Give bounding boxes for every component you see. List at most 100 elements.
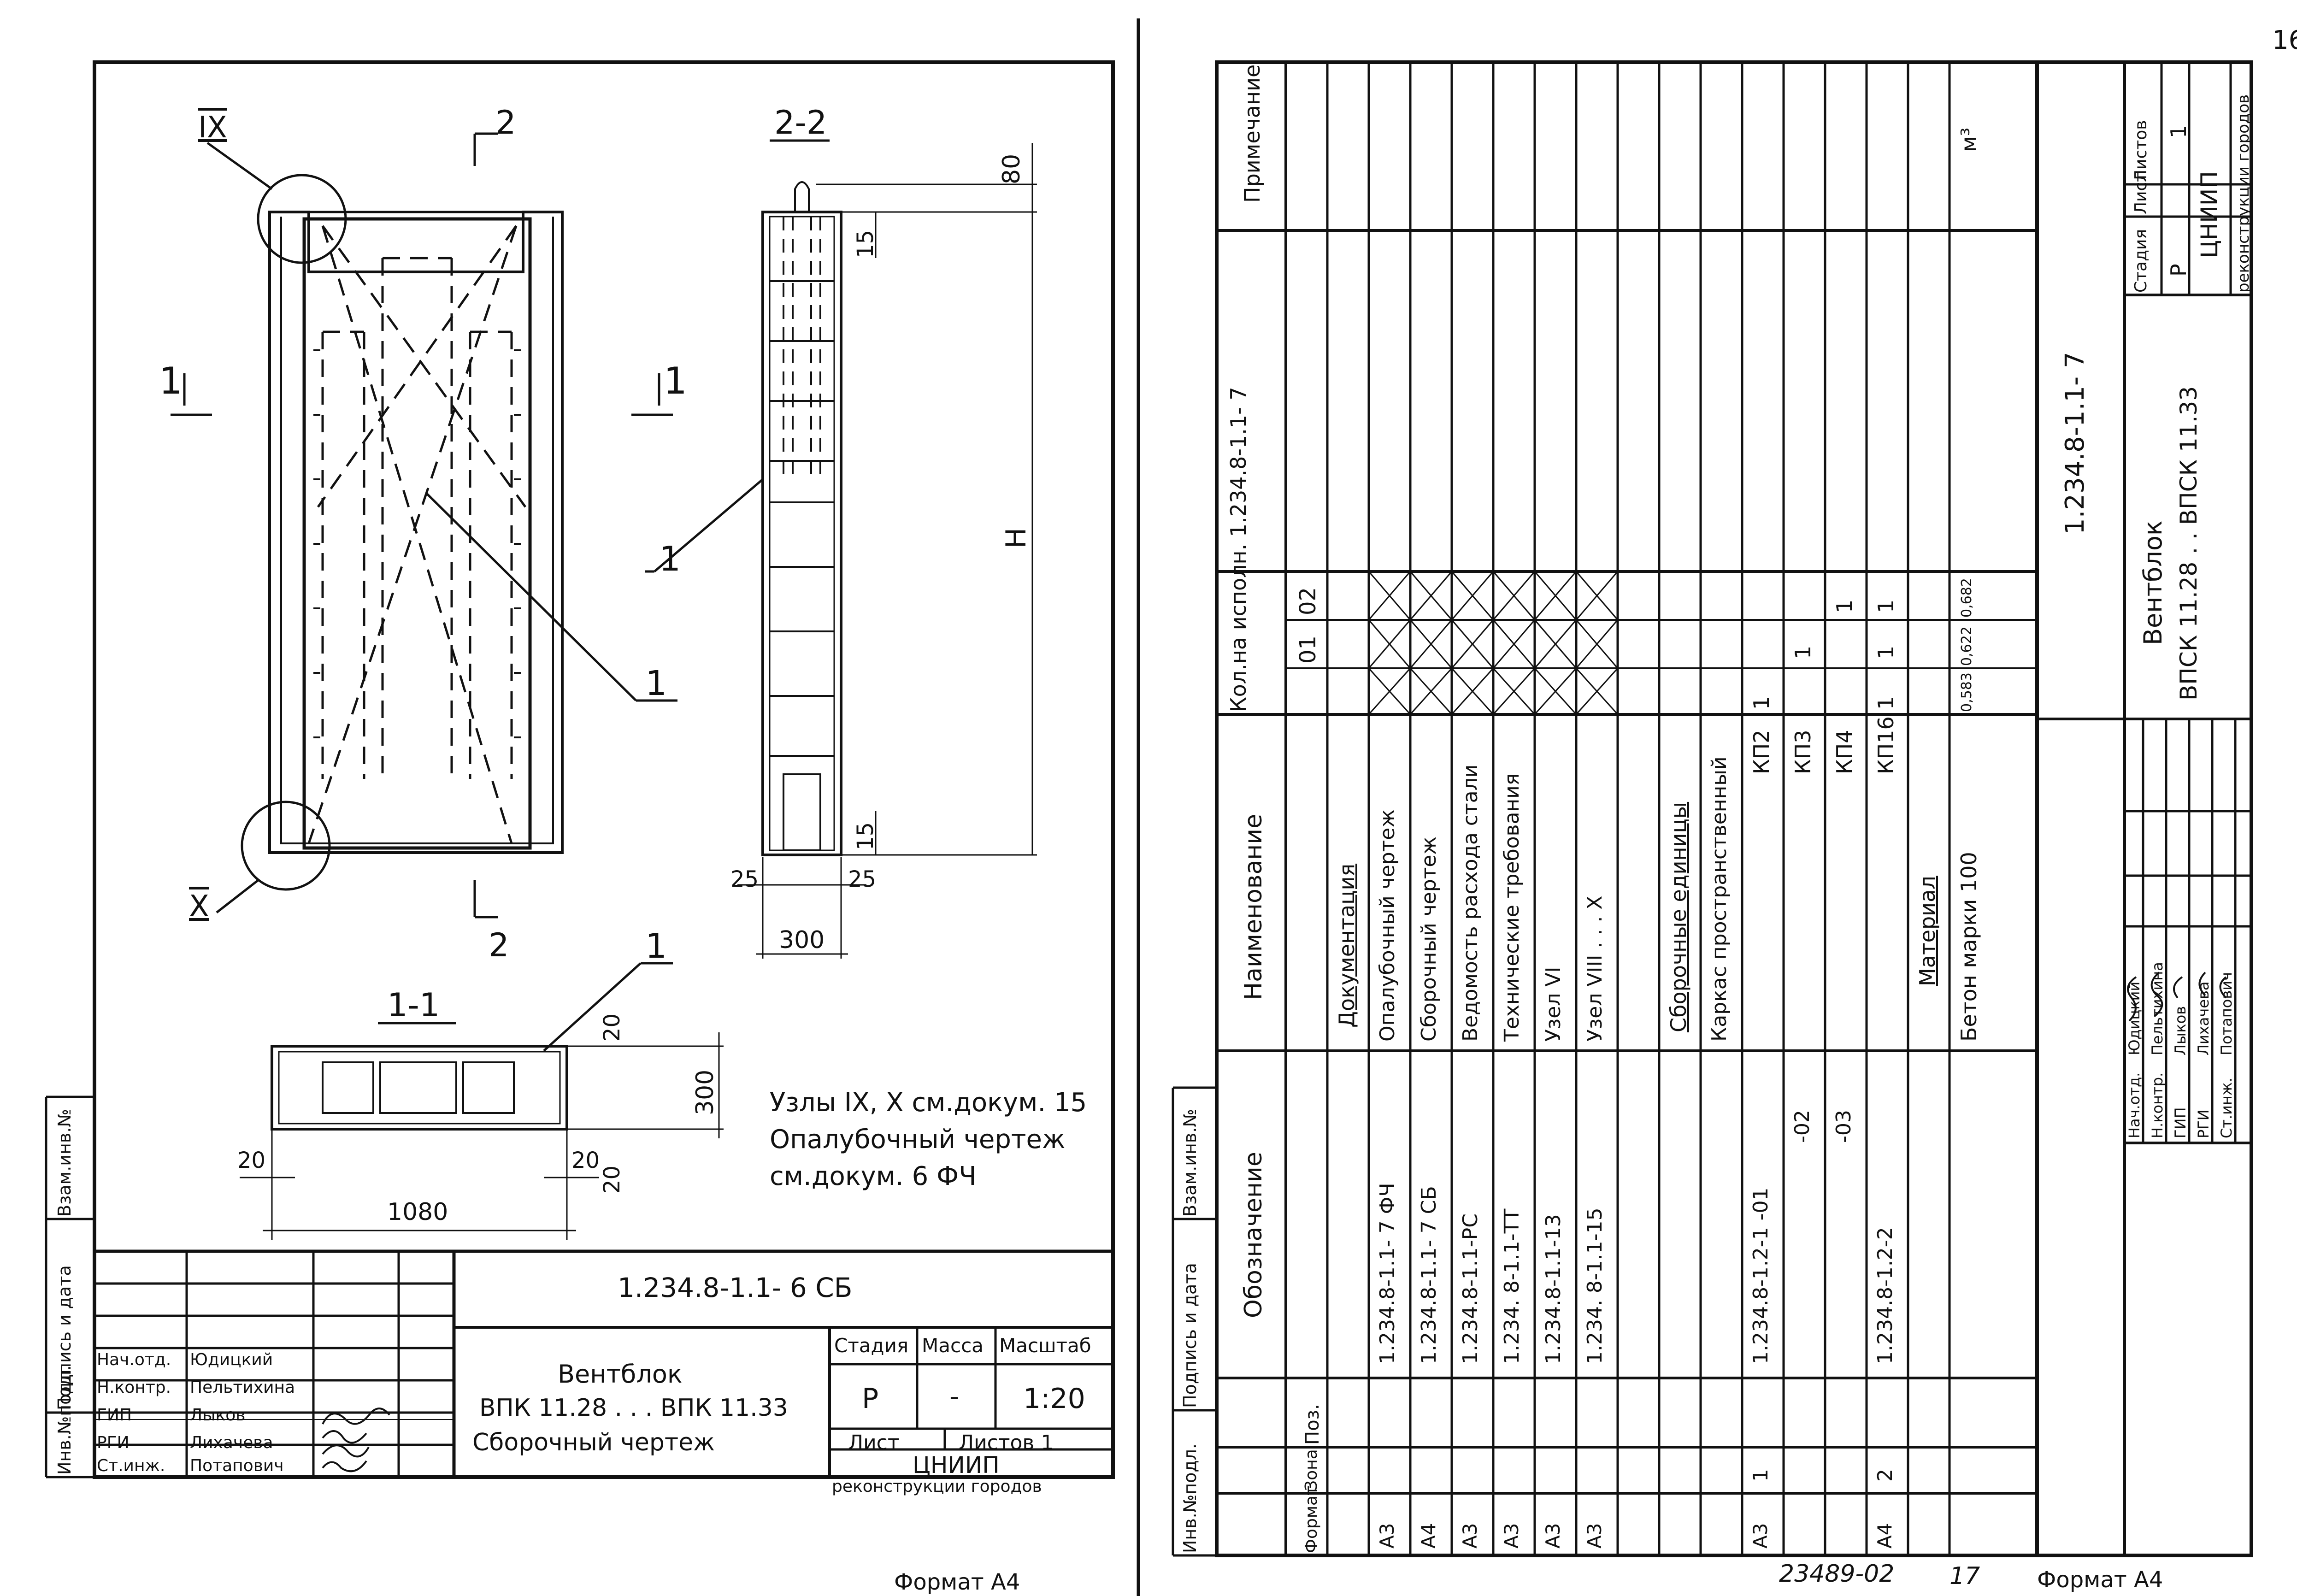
row-name: Опалубочный чертеж [1376, 809, 1399, 1042]
sheet-label: Лист [848, 1431, 900, 1455]
product-title: Вентблок [2138, 520, 2167, 645]
format-label-right: Формат А4 [2037, 1567, 2163, 1593]
row-format: А3 [1500, 1523, 1523, 1549]
section-1-1 [240, 962, 724, 1240]
signer-role: Нач.отд. [2126, 1072, 2143, 1138]
elevation-view [171, 132, 677, 919]
section-2-mark-bottom: 2 [489, 926, 509, 964]
row-name: Бетон марки 100 [1956, 852, 1981, 1042]
note-line: Узлы IX, X см.докум. 15 [770, 1088, 1087, 1118]
signer-name: Лыков [190, 1406, 246, 1425]
row-name: КП16 [1873, 716, 1898, 774]
section-2-2 [645, 139, 1037, 959]
row-designation: 1.234.8-1.1- 7 СБ [1417, 1186, 1441, 1364]
side-stamp-sign: Подпись и дата [1180, 1263, 1200, 1408]
org-name: ЦНИИП [913, 1452, 1000, 1478]
section-2-2-title: 2-2 [774, 104, 827, 141]
sheets-value: 1 [2166, 124, 2191, 138]
dim-15-top: 15 [853, 230, 878, 258]
product-title: Вентблок [558, 1360, 683, 1389]
signer-role: ГИП [2172, 1107, 2189, 1138]
row-format: А4 [1417, 1523, 1440, 1549]
row-designation: 1.234. 8-1.1-ТТ [1500, 1208, 1524, 1364]
section-2-mark-top: 2 [495, 104, 516, 141]
col-header-qty: Кол.на исполн. 1.234.8-1.1- 7 [1226, 387, 1251, 712]
row-format: А3 [1749, 1523, 1772, 1549]
dim-1080: 1080 [387, 1198, 448, 1226]
product-range: ВПК 11.28 . . . ВПК 11.33 [479, 1394, 788, 1422]
col-header-note: Примечание [1240, 64, 1265, 203]
row-name: Узел VIII . . . X [1583, 895, 1607, 1042]
row-pos: 2 [1873, 1469, 1897, 1482]
row-format: А4 [1873, 1523, 1896, 1549]
right-sheet-frame [1215, 60, 2253, 1557]
signer-name: Юдицкий [190, 1350, 273, 1369]
side-stamp-replace: Взам.инв.№ [54, 1109, 75, 1217]
dim-80: 80 [998, 153, 1025, 184]
col-header-zone: Зона [1302, 1449, 1321, 1491]
mass-value: - [949, 1380, 960, 1413]
sheets-label: Листов [2132, 120, 2150, 182]
section-1-mark-right: 1 [664, 359, 687, 402]
dim-h: H [1000, 527, 1032, 548]
scale-label: Масштаб [999, 1334, 1091, 1357]
scale-value: 1:20 [1023, 1383, 1085, 1415]
signatures [322, 972, 2227, 1472]
signer-role: РГИ [97, 1433, 130, 1452]
row-qty-01: 1 [1873, 696, 1898, 710]
row-designation: 1.234. 8-1.1-15 [1583, 1207, 1607, 1364]
signer-name: Пельтихина [190, 1378, 295, 1397]
dim-15-bottom: 15 [853, 822, 878, 850]
note-line: см.докум. 6 ФЧ [770, 1161, 977, 1191]
mass-label: Масса [922, 1334, 984, 1357]
leader-label-1a: 1 [659, 539, 681, 579]
row-format: А3 [1542, 1523, 1564, 1549]
side-stamp-inv: Инв.№подл. [1180, 1443, 1200, 1553]
dim-20-bottom: 20 [599, 1165, 625, 1194]
drawing-type: Сборочный чертеж [472, 1429, 715, 1456]
right-title-block-grid [2037, 62, 2251, 1555]
section-1-mark-left: 1 [159, 359, 183, 402]
row-name: КП3 [1790, 730, 1815, 774]
signer-name: Потапович [190, 1456, 284, 1475]
signer-name: Пельтихина [2149, 962, 2166, 1055]
leader-label-1b: 1 [645, 664, 667, 703]
doc-code: 1.234.8-1.1- 7 [2060, 352, 2090, 535]
org-subtitle: реконструкции городов [832, 1477, 1042, 1496]
col-header-pos: Поз. [1302, 1404, 1323, 1445]
spec-table-grid [1217, 62, 2039, 1555]
row-qty-03: 1 [1873, 599, 1898, 613]
row-name: Материал [1915, 876, 1940, 986]
side-stamp-replace: Взам.инв.№ [1180, 1109, 1200, 1217]
dim-20-right: 20 [571, 1148, 600, 1173]
row-designation: 1.234.8-1.2-2 [1873, 1227, 1897, 1364]
section-1-1-title: 1-1 [387, 986, 440, 1024]
stage-label: Стадия [2132, 229, 2150, 293]
dim-300-b: 300 [691, 1069, 719, 1115]
signer-role: Ст.инж. [2218, 1078, 2235, 1138]
dim-300: 300 [779, 926, 825, 954]
page-number: 16 [2272, 25, 2297, 55]
signer-name: Лыков [2172, 1006, 2189, 1055]
format-label-left: Формат А4 [894, 1569, 1020, 1595]
signer-role: Нач.отд. [97, 1350, 171, 1369]
left-title-block-grid [94, 1249, 1113, 1477]
stage-value: Р [2166, 264, 2191, 277]
row-designation: 1.234.8-1.1- 7 ФЧ [1376, 1183, 1399, 1364]
row-qty-03: 1 [1832, 599, 1857, 613]
row-format: А3 [1459, 1523, 1481, 1549]
signer-role: ГИП [97, 1406, 132, 1425]
stage-value: Р [862, 1383, 879, 1415]
col-header-format: Формат [1302, 1485, 1321, 1553]
dim-25-right: 25 [848, 866, 877, 892]
row-name: Узел VI [1542, 966, 1565, 1042]
row-name: Каркас пространственный [1708, 756, 1731, 1042]
row-pos: 1 [1749, 1469, 1773, 1482]
signer-role: Н.контр. [97, 1378, 171, 1397]
col-header-exec2: 02 [1295, 587, 1321, 615]
dim-20-top: 20 [599, 1013, 625, 1042]
left-sheet-frame [93, 60, 1115, 1479]
node-x-mark: X [189, 889, 209, 924]
stage-label: Стадия [834, 1334, 909, 1357]
signer-name: Потапович [2218, 972, 2235, 1055]
